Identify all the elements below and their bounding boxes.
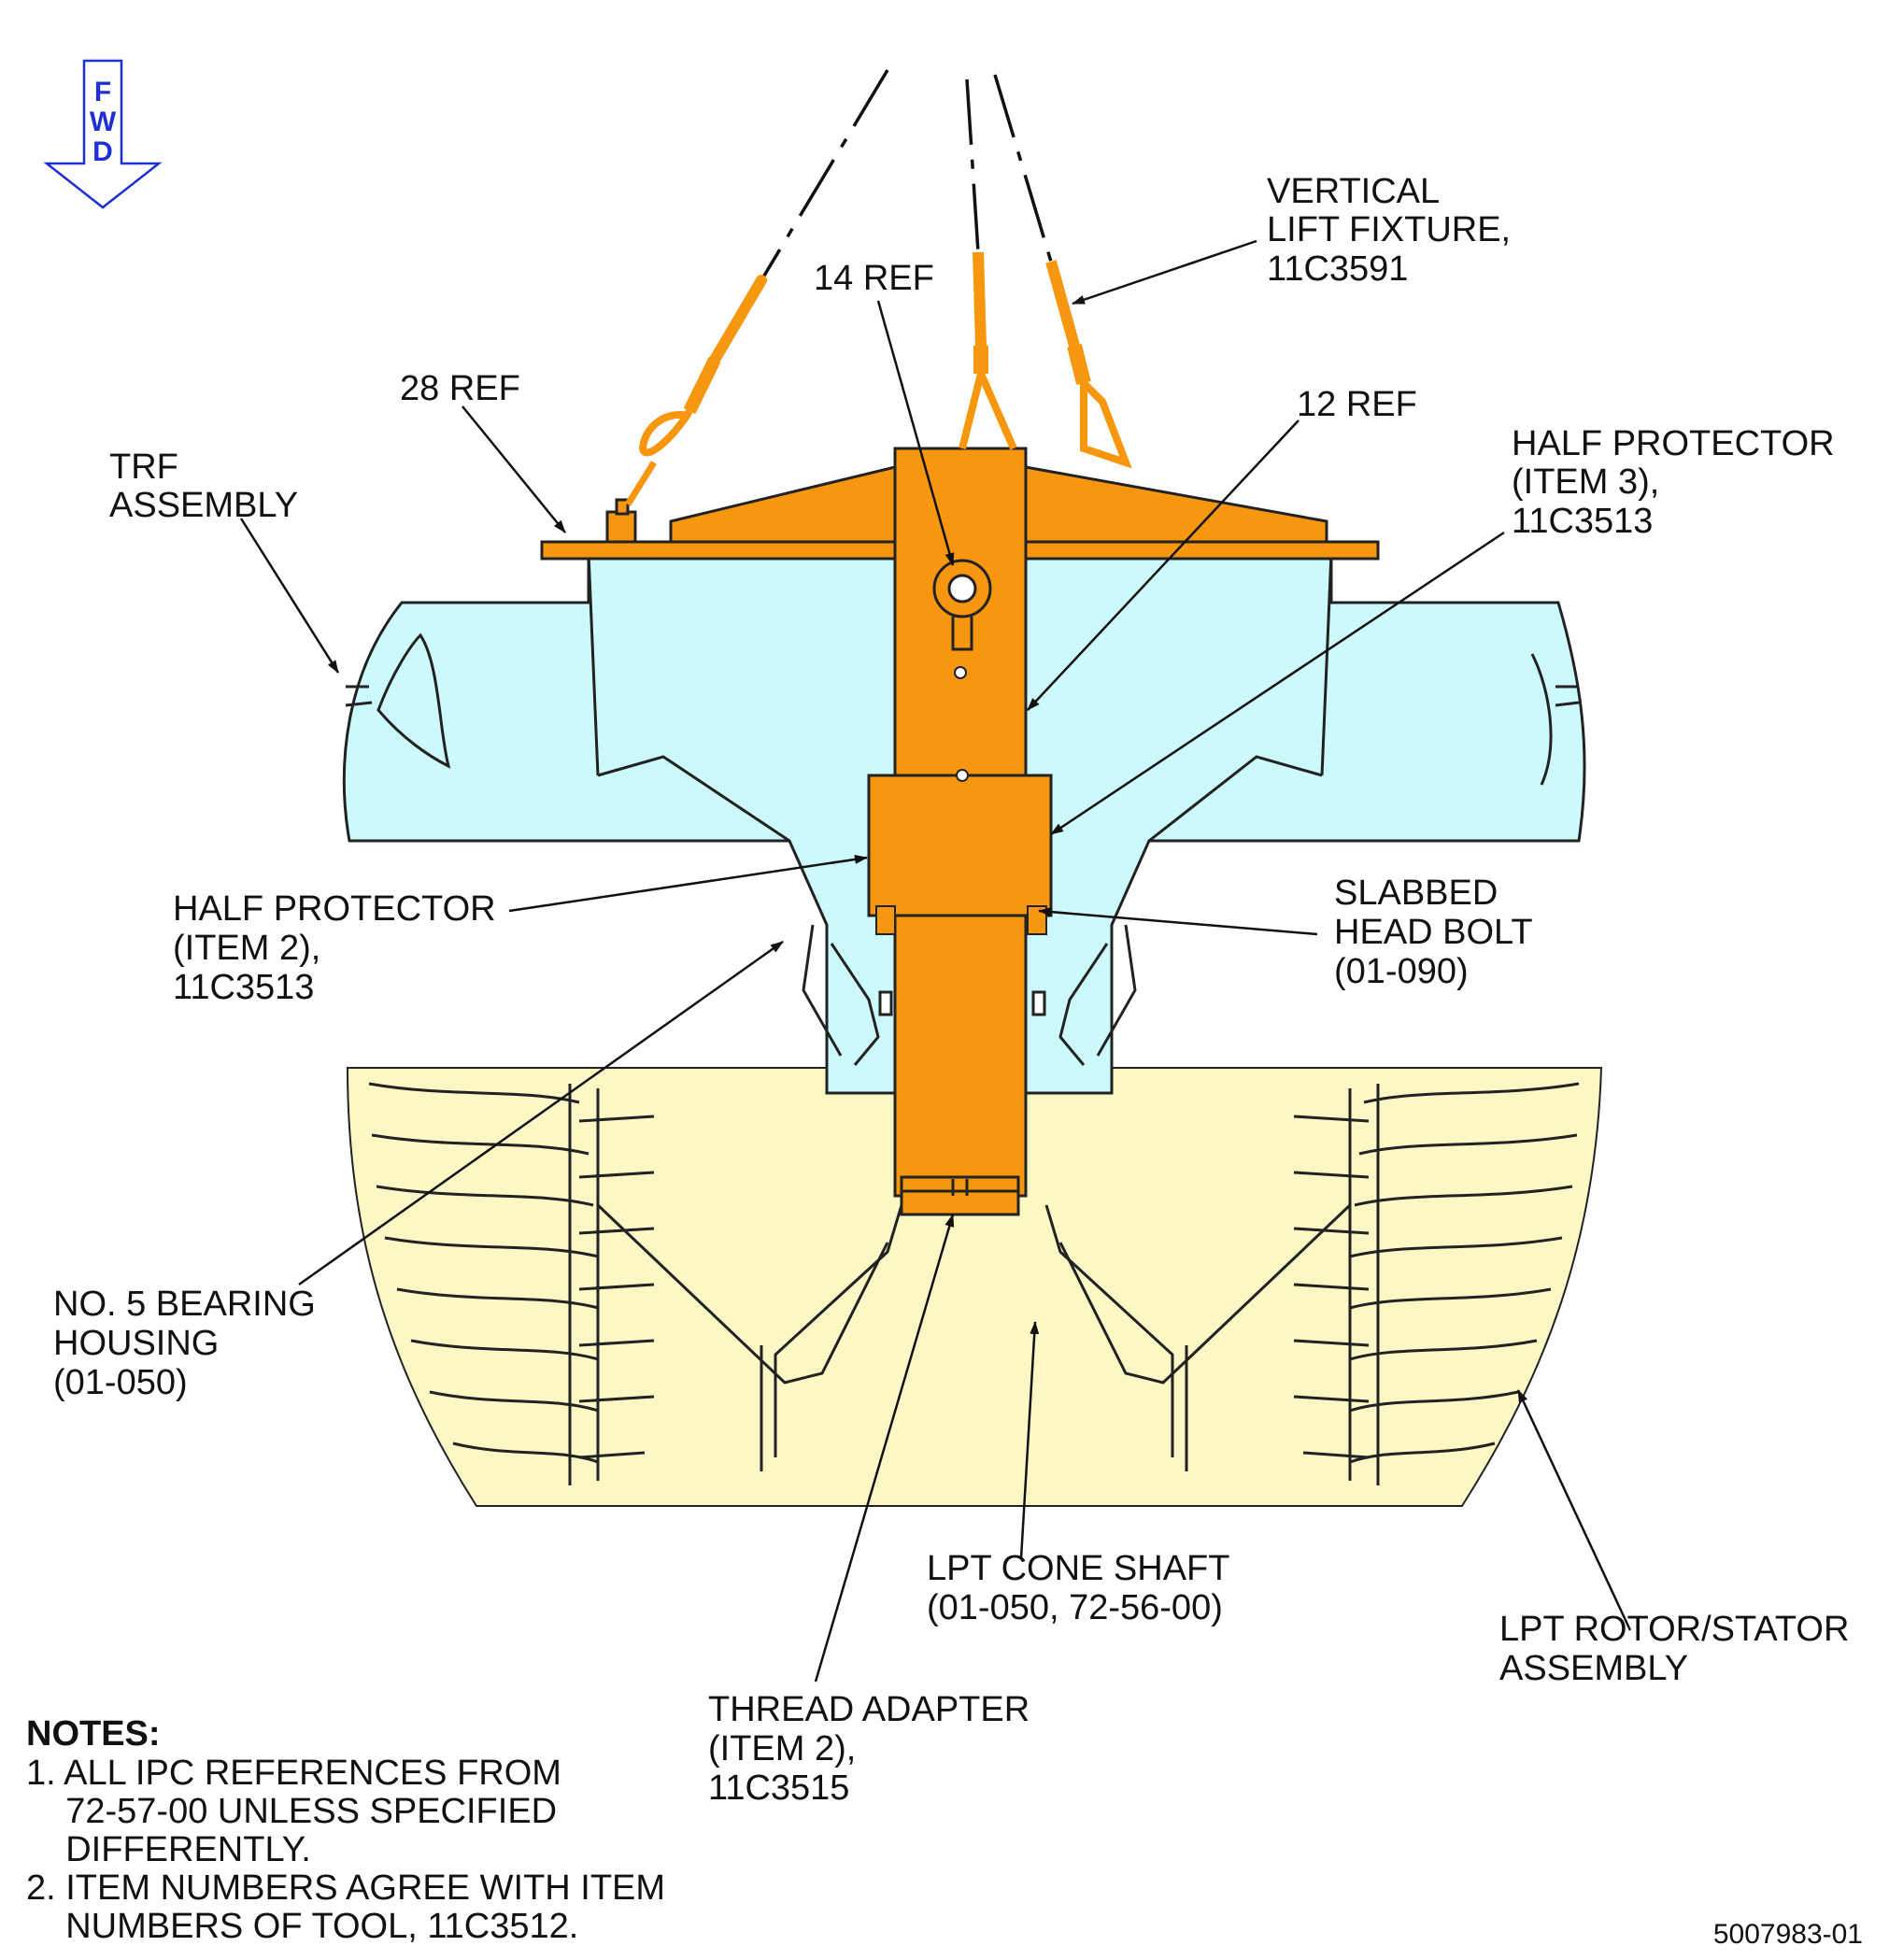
label-line: (01-050, 72-56-00) (927, 1588, 1223, 1627)
label-line: 11C3515 (708, 1768, 849, 1808)
note-line: NUMBERS OF TOOL, 11C3512. (26, 1907, 578, 1946)
vertical-lift-fixture (540, 447, 1380, 1216)
leader-lines (239, 239, 1632, 1683)
fwd-letter-d: D (92, 136, 113, 167)
fwd-letter-f: F (94, 77, 111, 107)
callout-lpt-cone-shaft: LPT CONE SHAFT (01-050, 72-56-00) (927, 1549, 1229, 1627)
label-line: (01-090) (1334, 952, 1469, 991)
fwd-arrow-icon: F W D (43, 59, 163, 209)
label-line: NO. 5 BEARING (53, 1285, 316, 1324)
lift-cables (625, 69, 1132, 506)
label-line: LPT ROTOR/STATOR (1499, 1610, 1849, 1649)
label-line: HEAD BOLT (1334, 913, 1533, 952)
note-line: DIFFERENTLY. (26, 1830, 311, 1869)
label-line: 11C3591 (1267, 249, 1408, 289)
callout-vertical-lift-fixture: VERTICAL LIFT FIXTURE, 11C3591 (1267, 172, 1511, 289)
note-line: 2. ITEM NUMBERS AGREE WITH ITEM (26, 1868, 665, 1908)
callout-half-protector-item3: HALF PROTECTOR (ITEM 3), 11C3513 (1512, 424, 1835, 541)
callout-trf-assembly: TRF ASSEMBLY (109, 447, 298, 525)
label-line: 14 REF (814, 259, 934, 298)
label-line: THREAD ADAPTER (708, 1690, 1030, 1729)
callout-28-ref: 28 REF (400, 369, 520, 408)
label-line: ASSEMBLY (109, 486, 298, 525)
label-line: (ITEM 2), (173, 929, 320, 968)
lpt-rotor-stator-assembly (346, 1067, 1603, 1507)
label-line: HOUSING (53, 1324, 219, 1363)
label-line: VERTICAL (1267, 172, 1440, 211)
notes-title: NOTES: (26, 1714, 161, 1754)
note-line: 1. ALL IPC REFERENCES FROM (26, 1754, 561, 1793)
label-line: TRF (109, 447, 178, 487)
note-line: 72-57-00 UNLESS SPECIFIED (26, 1792, 557, 1831)
label-line: 11C3513 (1512, 502, 1653, 541)
label-line: 12 REF (1297, 385, 1417, 424)
callout-14-ref: 14 REF (814, 259, 934, 298)
callout-no5-bearing-housing: NO. 5 BEARING HOUSING (01-050) (53, 1285, 316, 1402)
label-line: LIFT FIXTURE, (1267, 210, 1511, 249)
label-line: SLABBED (1334, 873, 1498, 913)
callout-lpt-rotor-stator: LPT ROTOR/STATOR ASSEMBLY (1499, 1610, 1849, 1688)
fwd-letter-w: W (90, 107, 117, 137)
callout-12-ref: 12 REF (1297, 385, 1417, 424)
label-line: 11C3513 (173, 968, 314, 1007)
figure-id: 5007983-01 (1713, 1919, 1863, 1950)
callout-slabbed-head-bolt: SLABBED HEAD BOLT (01-090) (1334, 873, 1533, 991)
callout-half-protector-item2: HALF PROTECTOR (ITEM 2), 11C3513 (173, 889, 496, 1007)
callout-thread-adapter: THREAD ADAPTER (ITEM 2), 11C3515 (708, 1690, 1030, 1808)
notes-block: NOTES: 1. ALL IPC REFERENCES FROM 72-57-… (26, 1714, 665, 1946)
label-line: HALF PROTECTOR (173, 889, 496, 929)
label-line: 28 REF (400, 369, 520, 408)
label-line: (ITEM 3), (1512, 462, 1659, 502)
label-line: LPT CONE SHAFT (927, 1549, 1229, 1588)
label-line: ASSEMBLY (1499, 1649, 1688, 1688)
label-line: (01-050) (53, 1363, 188, 1402)
label-line: HALF PROTECTOR (1512, 424, 1835, 463)
label-line: (ITEM 2), (708, 1729, 856, 1768)
